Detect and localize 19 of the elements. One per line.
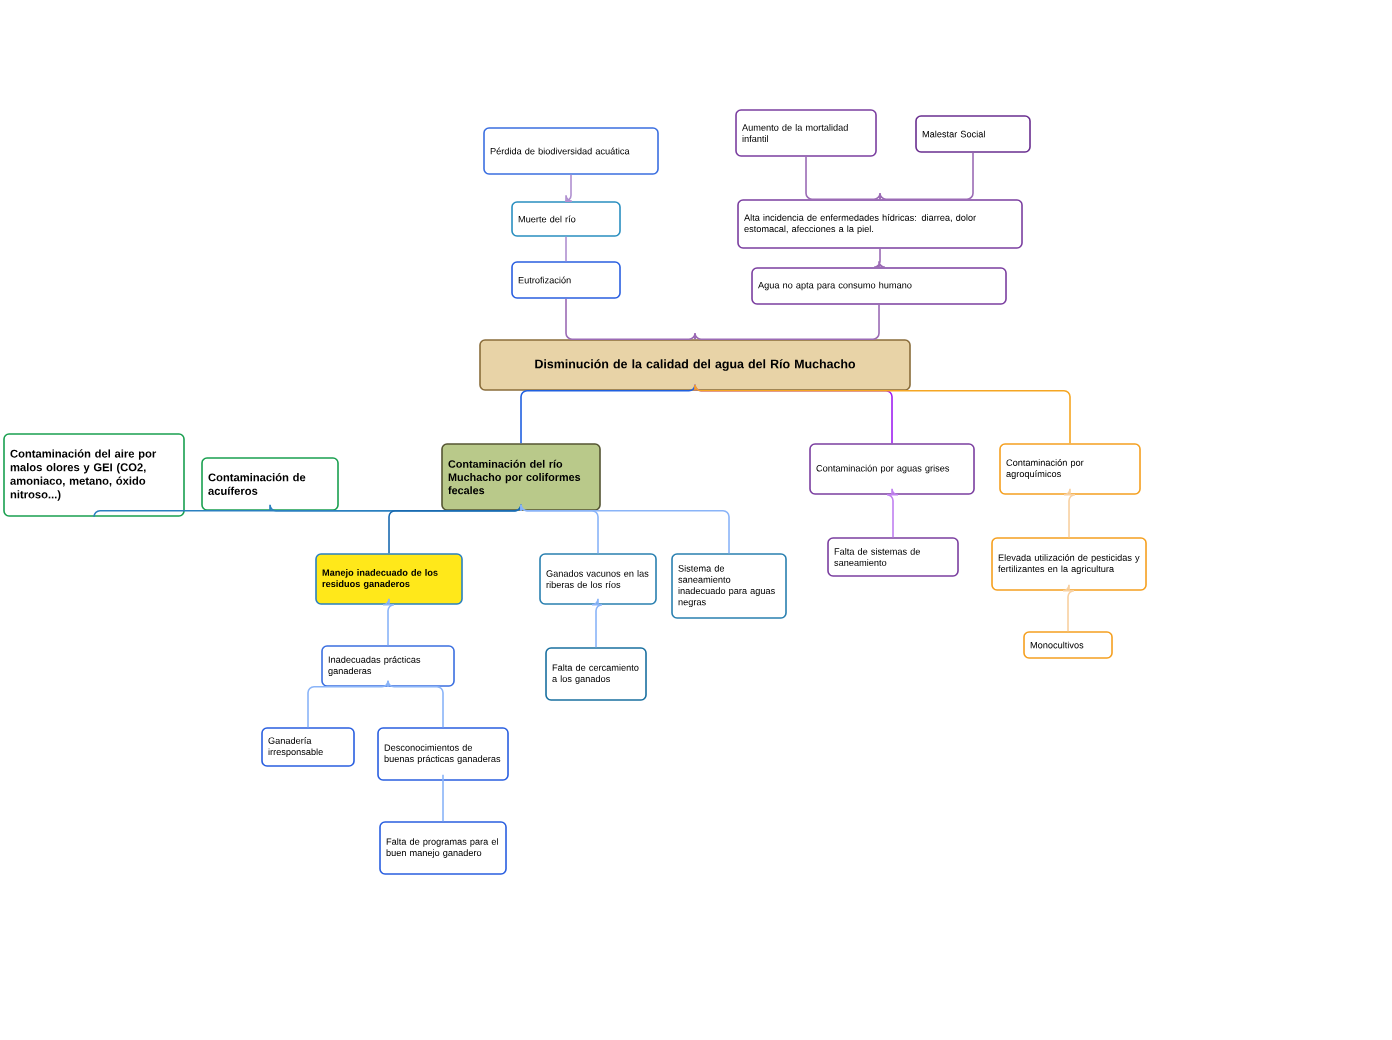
connector <box>564 174 573 202</box>
connector <box>565 236 567 262</box>
connector <box>694 304 880 340</box>
connector <box>591 598 603 648</box>
connector <box>805 156 881 200</box>
connector <box>520 384 696 444</box>
connector <box>1062 584 1075 632</box>
connector <box>388 504 522 554</box>
connector <box>387 680 444 728</box>
connector <box>442 774 444 822</box>
connector <box>694 384 1071 444</box>
connector <box>565 298 696 340</box>
connector <box>382 598 395 646</box>
connector <box>873 248 886 268</box>
connector <box>879 152 974 200</box>
connector <box>1063 488 1076 538</box>
connector <box>886 488 899 538</box>
connector <box>307 680 389 728</box>
connector <box>520 504 730 554</box>
